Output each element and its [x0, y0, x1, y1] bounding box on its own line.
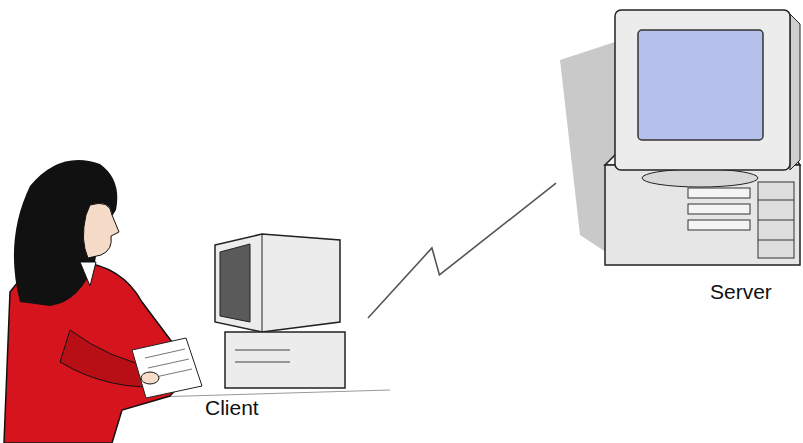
server-case [605, 165, 800, 265]
drive-bay [688, 220, 750, 230]
client-cpu [225, 332, 345, 388]
cpu-slot [235, 350, 290, 351]
cpu-slot [235, 362, 290, 363]
face [83, 203, 119, 258]
monitor-stand [642, 169, 758, 187]
drive-line [758, 220, 794, 221]
node-label: Server [710, 280, 772, 304]
paper-line [148, 359, 189, 368]
network-link [368, 183, 556, 318]
drive-bay [688, 188, 750, 198]
drive-line [758, 240, 794, 241]
client-monitor [215, 234, 340, 332]
monitor-side [790, 14, 800, 170]
monitor-edge [262, 234, 263, 332]
server-monitor [615, 10, 790, 170]
client-computer: Client [185, 232, 368, 425]
drive-column [758, 182, 794, 258]
collar [80, 262, 96, 286]
node-label: Client [205, 396, 259, 420]
drive-bay [688, 204, 750, 214]
drive-line [758, 200, 794, 201]
server-computer: Server [556, 5, 803, 310]
papers [132, 338, 202, 398]
hand [141, 372, 159, 384]
client-screen [220, 244, 250, 322]
server-screen [638, 30, 763, 140]
paper-line [145, 349, 185, 358]
